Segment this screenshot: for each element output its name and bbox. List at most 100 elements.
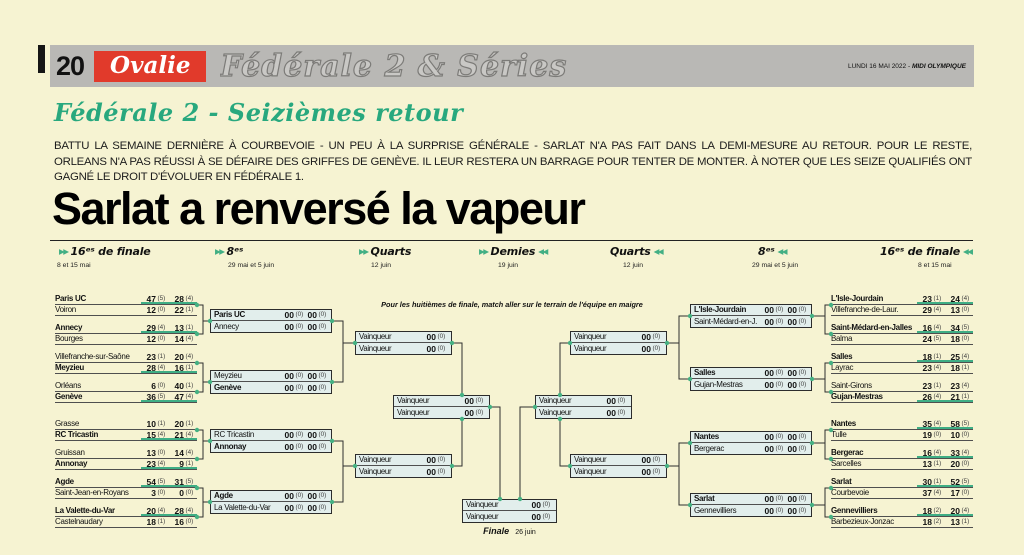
winner-placeholder: Vainqueur [397,396,430,405]
bonus: (0) [652,468,661,475]
bonus: (0) [652,333,661,340]
bonus-leg1: (0) [775,445,784,452]
score-leg2: 00 [307,322,317,332]
header-label: Demies [490,245,536,258]
score-leg2: 0 [179,488,184,498]
scores: 00(0)00(0) [282,310,328,320]
score-leg2: 31 [174,477,184,487]
team-name: Orléans [55,381,81,390]
scores: 00(0) [638,455,663,465]
score-leg1: 24 [922,334,932,344]
team-name: RC Tricastin [55,430,99,439]
team-name: Genève [214,383,242,392]
bonus-leg1: (4) [157,324,166,331]
score-leg1: 00 [284,310,294,320]
score-leg2: 00 [307,371,317,381]
bonus-leg1: (1) [933,460,942,467]
bonus-leg2: (1) [185,364,194,371]
scores: 18(2)13(1) [917,517,973,527]
bonus-leg1: (2) [933,518,942,525]
scores: 18(1)25(4) [917,352,973,362]
team-name: Saint-Médard-en-J. [694,317,758,326]
bonus-leg2: (4) [961,507,970,514]
score-leg2: 00 [307,430,317,440]
score-leg1: 00 [764,506,774,516]
score-leg1: 00 [764,368,774,378]
scores: 00(0)00(0) [282,321,328,332]
winner-placeholder: Vainqueur [574,344,607,353]
date-16es-left: 8 et 15 mai [57,262,91,269]
scores: 00(0)00(0) [762,505,808,516]
header-label: 8ᵉˢ [226,245,244,258]
date-quarts-right: 12 juin [623,262,644,269]
winner-placeholder: Vainqueur [359,344,392,353]
section-badge: Ovalie [94,50,207,82]
scores: 00(0)00(0) [282,441,328,452]
bonus-leg1: (5) [157,478,166,485]
score-leg2: 13 [174,323,184,333]
dateline: LUNDI 16 MAI 2022 - MIDI OLYMPIQUE [848,63,966,70]
score: 00 [531,512,541,522]
team-name: Gennevilliers [694,506,737,515]
header-label: 8ᵉˢ [758,245,775,258]
bonus: (0) [437,456,446,463]
scores: 00(0) [423,343,448,354]
team-name: Meyzieu [214,371,242,380]
score-leg1: 00 [284,322,294,332]
team-name: Paris UC [214,310,245,319]
bonus-leg2: (1) [961,518,970,525]
team-row: Saint-Médard-en-J.00(0)00(0) [691,316,811,327]
bonus-leg1: (0) [157,382,166,389]
date-8es-left: 29 mai et 5 juin [228,262,275,269]
dateline-date: LUNDI 16 MAI 2022 - [847,62,912,70]
date-8es-right: 29 mai et 5 juin [752,262,799,269]
team-name: Gruissan [55,448,85,457]
score: 00 [426,344,436,354]
header-16es-left: ▶▶16ᵉˢ de finale [56,245,151,258]
bonus-leg2: (0) [318,323,327,330]
bonus-leg1: (0) [775,495,784,502]
scores: 23(1)23(4) [917,381,973,391]
bonus-leg1: (4) [933,489,942,496]
team-name: Saint-Médard-en-Jalles [831,323,912,332]
team-name: Voiron [55,305,76,314]
bonus-leg1: (0) [295,492,304,499]
scores: 23(4)9(1) [141,459,197,469]
score-leg2: 00 [307,383,317,393]
score: 00 [531,500,541,510]
bonus-leg2: (5) [961,420,970,427]
winner-placeholder: Vainqueur [359,467,392,476]
scores: 12(0)22(1) [141,305,197,315]
team-name: Annonay [214,442,247,451]
bonus-leg1: (4) [933,364,942,371]
scores: 37(4)17(0) [917,488,973,498]
